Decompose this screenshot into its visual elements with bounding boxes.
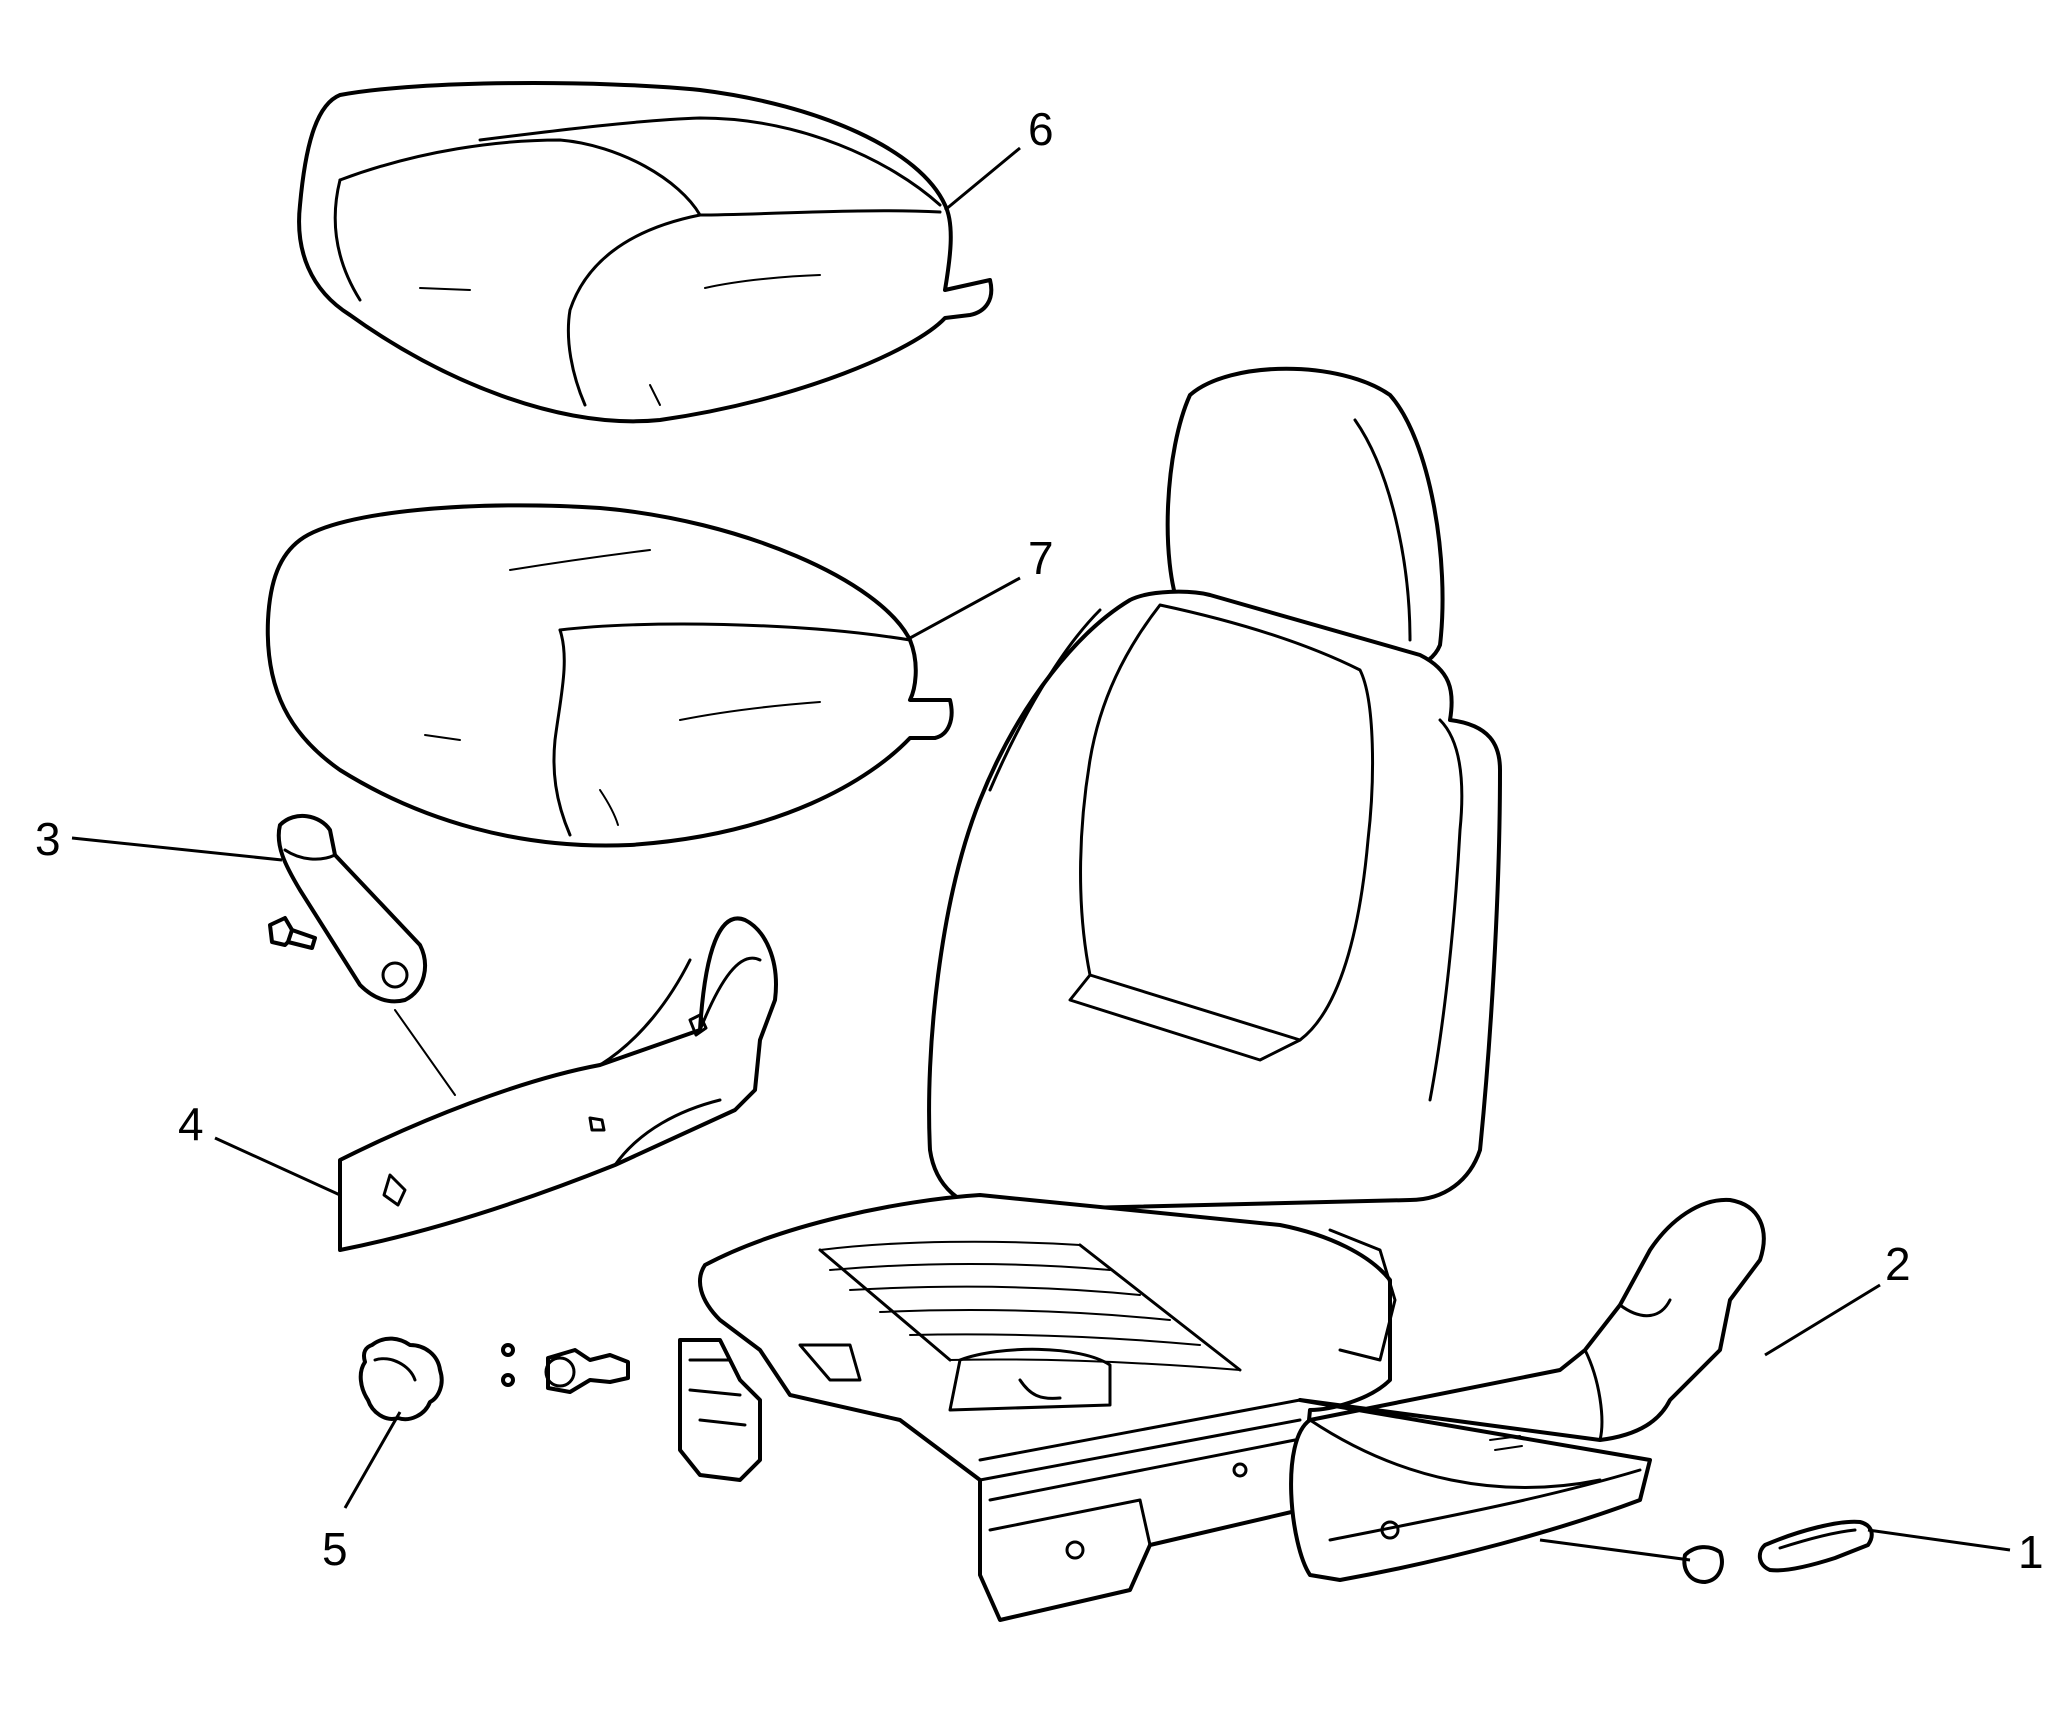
inner-side-trim-panel — [338, 916, 778, 1252]
callout-2: 2 — [1885, 1238, 1911, 1290]
bolt — [268, 916, 317, 950]
callout-6: 6 — [1028, 103, 1054, 155]
fastener-pin — [501, 1343, 630, 1394]
leader-line-6 — [944, 146, 1021, 212]
callout-4: 4 — [178, 1098, 204, 1150]
callout-5: 5 — [322, 1523, 348, 1575]
seat-base-frame — [678, 1193, 1397, 1622]
leader-line-5 — [343, 1411, 402, 1509]
leader-line-3 — [71, 836, 283, 862]
seat-cushion-pad — [265, 503, 954, 848]
leader-line-4 — [214, 1136, 341, 1197]
callout-1: 1 — [2018, 1526, 2044, 1578]
adjustment-knob — [358, 1336, 444, 1422]
callout-7: 7 — [1028, 532, 1054, 584]
leader-lines — [71, 146, 2011, 1562]
seat-adjuster-switch — [1757, 1519, 1874, 1573]
leader-line-1 — [1867, 1528, 2011, 1552]
callout-labels: 6 7 3 4 5 2 1 — [35, 103, 2044, 1578]
recliner-handle — [276, 813, 456, 1096]
leader-line-2 — [1764, 1283, 1881, 1357]
leader-line-2b — [1539, 1538, 1691, 1562]
outer-side-trim-panel — [1289, 1197, 1766, 1584]
callout-3: 3 — [35, 813, 61, 865]
seat-cushion-cover — [297, 81, 994, 424]
seat-back — [927, 366, 1502, 1212]
leader-line-7 — [909, 576, 1021, 640]
